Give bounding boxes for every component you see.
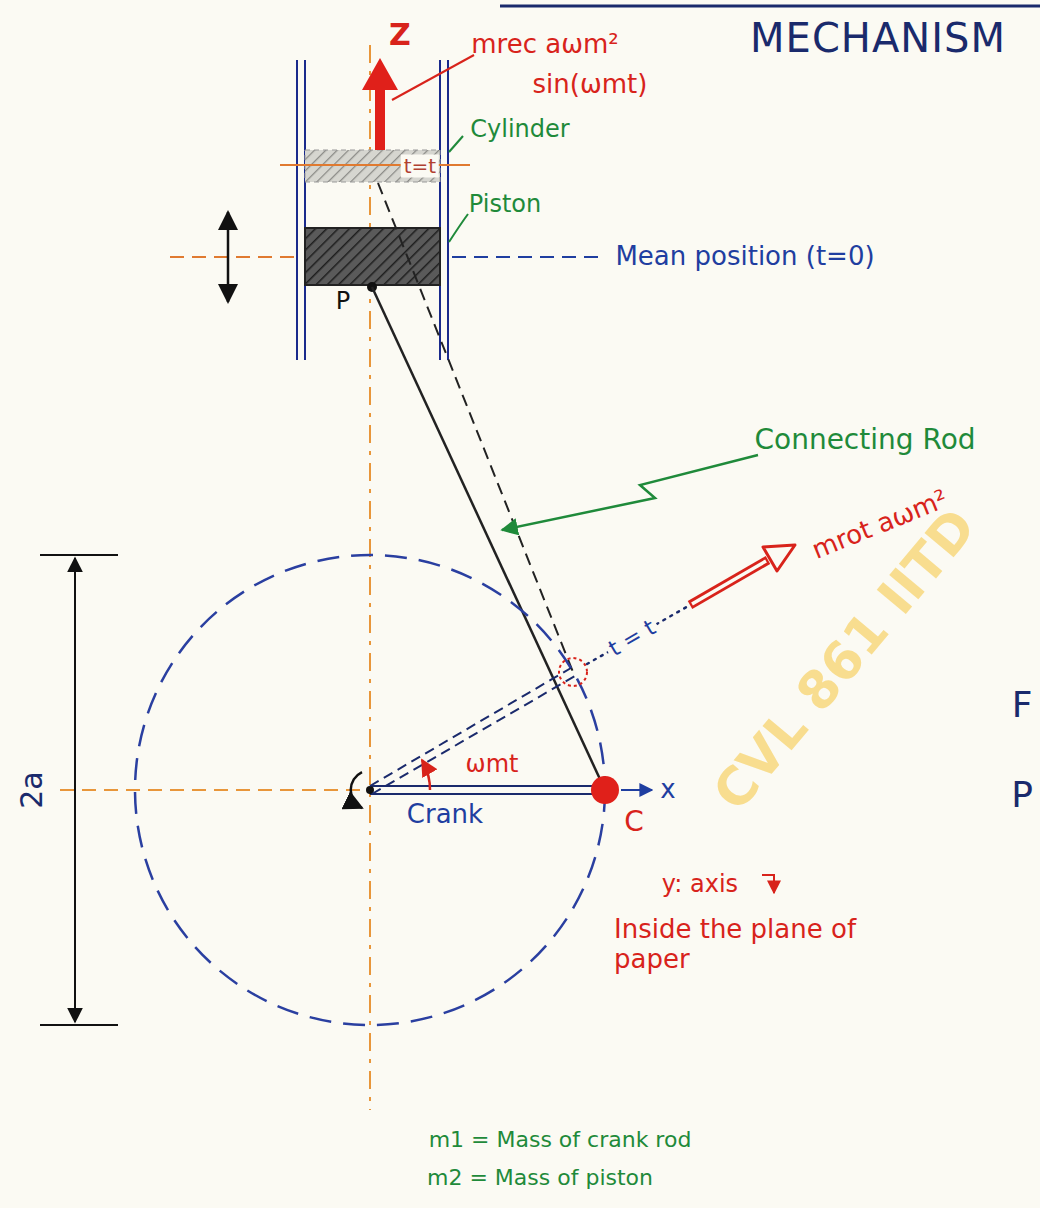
axis-label: Z (389, 18, 411, 53)
axis-label: x (660, 775, 675, 805)
axis-label: y: axis (662, 871, 738, 899)
dimension: 2a (15, 771, 50, 808)
point-label: C (624, 806, 644, 838)
part-name: Crank (407, 800, 483, 830)
part-name: Piston (469, 191, 541, 219)
mass-note: m2 = Mass of piston (427, 1165, 653, 1190)
position-note: Mean position (t=0) (615, 242, 874, 272)
force-label: sin(ωmt) (533, 70, 648, 100)
time-label: t=t (401, 155, 439, 178)
heading: MECHANISM (750, 15, 1006, 61)
mass-note: m1 = Mass of crank rod (429, 1127, 692, 1152)
axis-note: Inside the plane of paper (614, 915, 876, 975)
point-label: P (336, 288, 350, 316)
force-label: mrec aωm² (471, 30, 618, 60)
cut-letter: F (1012, 684, 1033, 725)
part-name: Connecting Rod (754, 424, 975, 456)
angle-label: ωmt (466, 751, 519, 779)
part-name: Cylinder (470, 116, 569, 144)
cut-letter: P (1011, 774, 1033, 815)
time-label: t = t (602, 613, 663, 663)
